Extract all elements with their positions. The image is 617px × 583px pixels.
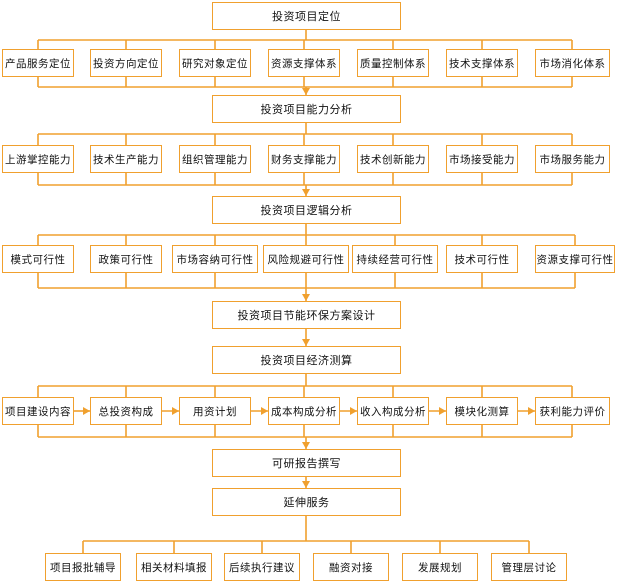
capability-item-2: 技术生产能力 <box>90 145 162 173</box>
positioning-item-6: 技术支撑体系 <box>446 49 518 77</box>
positioning-item-7: 市场消化体系 <box>535 49 610 77</box>
logic-item-7: 资源支撑可行性 <box>535 245 615 273</box>
capability-item-6: 市场接受能力 <box>446 145 518 173</box>
logic-item-6: 技术可行性 <box>446 245 518 273</box>
energy-title-box: 投资项目节能环保方案设计 <box>212 301 401 329</box>
economic-item-3: 用资计划 <box>179 397 251 425</box>
extension-item-2: 相关材料填报 <box>136 553 212 581</box>
extension-item-3: 后续执行建议 <box>224 553 300 581</box>
economic-title-box: 投资项目经济测算 <box>212 346 401 374</box>
positioning-item-2: 投资方向定位 <box>90 49 162 77</box>
economic-item-6: 模块化测算 <box>446 397 518 425</box>
logic-item-1: 模式可行性 <box>2 245 74 273</box>
capability-item-3: 组织管理能力 <box>179 145 251 173</box>
report-title-box: 可研报告撰写 <box>212 449 401 477</box>
positioning-item-5: 质量控制体系 <box>357 49 429 77</box>
arrow-head-75 <box>350 407 357 415</box>
economic-item-2: 总投资构成 <box>90 397 162 425</box>
extension-title-box: 延伸服务 <box>212 488 401 516</box>
economic-item-4: 成本构成分析 <box>268 397 340 425</box>
arrow-head-91 <box>302 481 310 488</box>
arrow-head-71 <box>172 407 179 415</box>
logic-item-3: 市场容纳可行性 <box>172 245 258 273</box>
extension-item-6: 管理层讨论 <box>491 553 567 581</box>
capability-item-5: 技术创新能力 <box>357 145 429 173</box>
logic-item-4: 风险规避可行性 <box>263 245 349 273</box>
extension-item-1: 项目报批辅导 <box>45 553 121 581</box>
positioning-item-4: 资源支撑体系 <box>268 49 340 77</box>
arrow-head-37 <box>302 189 310 196</box>
capability-item-1: 上游掌控能力 <box>2 145 74 173</box>
arrow-head-69 <box>83 407 90 415</box>
economic-item-1: 项目建设内容 <box>2 397 74 425</box>
economic-item-7: 获利能力评价 <box>535 397 610 425</box>
arrow-head-18 <box>302 88 310 95</box>
extension-item-4: 融资对接 <box>313 553 389 581</box>
arrow-head-73 <box>261 407 268 415</box>
positioning-item-1: 产品服务定位 <box>2 49 74 77</box>
economic-item-5: 收入构成分析 <box>357 397 429 425</box>
capability-item-4: 财务支撑能力 <box>268 145 340 173</box>
logic-item-5: 持续经营可行性 <box>352 245 438 273</box>
arrow-head-77 <box>439 407 446 415</box>
extension-item-5: 发展规划 <box>402 553 478 581</box>
arrow-head-56 <box>302 294 310 301</box>
arrow-head-89 <box>302 442 310 449</box>
arrow-head-58 <box>302 339 310 346</box>
positioning-item-3: 研究对象定位 <box>179 49 251 77</box>
logic-item-2: 政策可行性 <box>90 245 162 273</box>
positioning-title-box: 投资项目定位 <box>212 2 401 30</box>
logic-title-box: 投资项目逻辑分析 <box>212 196 401 224</box>
arrow-head-79 <box>528 407 535 415</box>
capability-title-box: 投资项目能力分析 <box>212 95 401 123</box>
capability-item-7: 市场服务能力 <box>535 145 610 173</box>
